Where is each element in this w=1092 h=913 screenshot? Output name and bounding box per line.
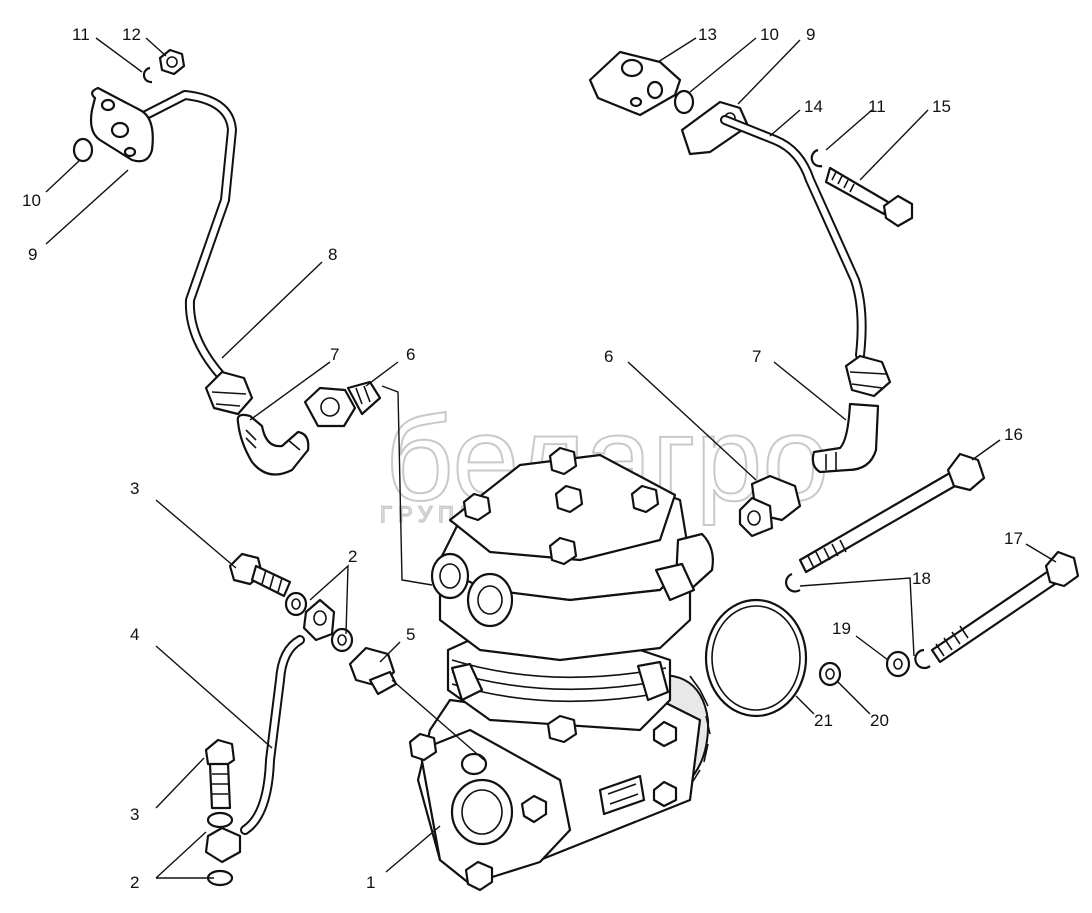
upper-right-pipe-assembly: [588, 50, 914, 474]
callout-20: 20: [870, 711, 889, 730]
callout-21: 21: [814, 711, 833, 730]
callout-3-lower: 3: [130, 805, 139, 824]
callout-13: 13: [698, 25, 717, 44]
fitting-left: [303, 380, 382, 428]
spring-washer-left: [142, 66, 153, 84]
callout-12: 12: [122, 25, 141, 44]
callout-18: 18: [912, 569, 931, 588]
callout-5: 5: [406, 625, 415, 644]
callout-1: 1: [366, 873, 375, 892]
block-13: [588, 50, 682, 117]
callout-9-right: 9: [806, 25, 815, 44]
callout-2-lower: 2: [130, 873, 139, 892]
callout-6-left: 6: [406, 345, 415, 364]
o-ring-left: [72, 137, 94, 163]
callout-9-left: 9: [28, 245, 37, 264]
callout-16: 16: [1004, 425, 1023, 444]
long-bolts: [704, 452, 1080, 718]
callout-2-upper: 2: [348, 547, 357, 566]
callout-4: 4: [130, 625, 139, 644]
callout-6-right: 6: [604, 347, 613, 366]
callout-11-right: 11: [868, 97, 886, 116]
upper-left-pipe-assembly: [72, 48, 310, 476]
callout-19: 19: [832, 619, 851, 638]
compressor-body: [408, 446, 714, 892]
callout-11-left: 11: [72, 25, 90, 44]
callout-labels: 11 12 10 9 8 7 6 13 10 9 14 11 15 6 7 16…: [22, 25, 1023, 892]
callout-3-upper: 3: [130, 479, 139, 498]
callout-8: 8: [328, 245, 337, 264]
connection-line: [381, 385, 433, 586]
callout-14: 14: [804, 97, 823, 116]
callout-17: 17: [1004, 529, 1023, 548]
callout-10-right: 10: [760, 25, 779, 44]
leader-lines: [45, 37, 1057, 879]
callout-7-right: 7: [752, 347, 761, 366]
lower-left-assembly: [204, 552, 398, 887]
fitting-right: [738, 474, 802, 538]
callout-10-left: 10: [22, 191, 41, 210]
callout-7-left: 7: [330, 345, 339, 364]
callout-15: 15: [932, 97, 951, 116]
